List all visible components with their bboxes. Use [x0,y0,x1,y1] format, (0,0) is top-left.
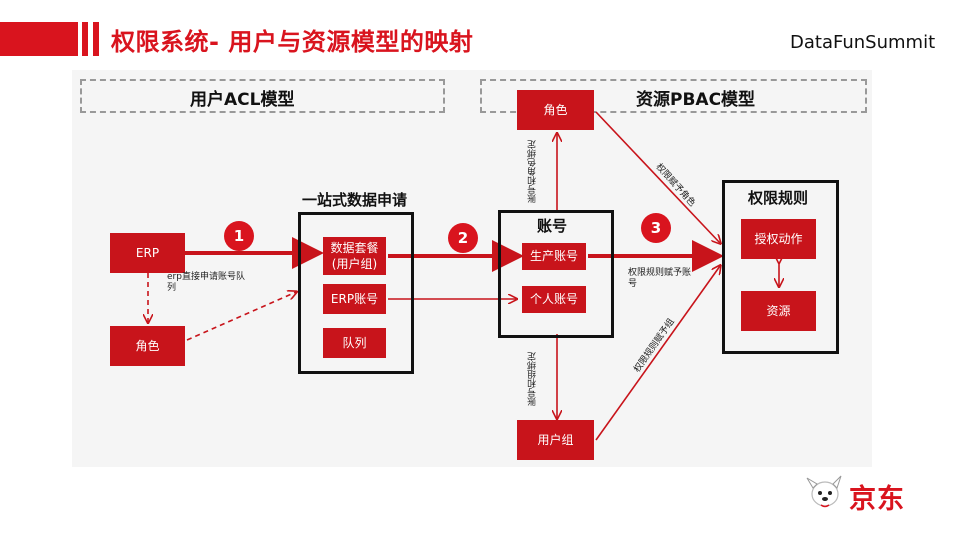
edge-label-account-role: 账号和角色绑定 [528,140,538,203]
node-authorize-action: 授权动作 [741,219,816,259]
header-bar-stripe-1 [82,22,88,56]
header-bar-left [0,22,78,56]
header-bar-stripe-2 [93,22,99,56]
edge-label-perm-account: 权限规则赋予账号 [628,268,692,289]
arrow-role-to-onestop [186,292,296,341]
onestop-title: 一站式数据申请 [302,191,408,209]
pbac-section-label: 资源PBAC模型 [636,90,756,110]
account-title: 账号 [537,217,568,235]
acl-section-label: 用户ACL模型 [190,90,295,110]
onestop-frame [298,212,414,374]
account-frame [498,210,614,338]
perm-rules-title: 权限规则 [748,189,809,207]
step-circle-3: 3 [641,213,671,243]
node-resource: 资源 [741,291,816,331]
page-title: 权限系统- 用户与资源模型的映射 [111,28,474,56]
arrow-role-to-rules [595,111,720,243]
jd-logo-text: 京东 [849,484,905,515]
step-circle-1: 1 [224,221,254,251]
acl-section-frame [80,79,445,113]
edge-label-erp-apply: erp直接申请账号队列 [167,272,245,293]
arrow-group-to-rules [595,266,720,441]
node-erp-account: ERP账号 [323,284,386,314]
step-circle-2: 2 [448,223,478,253]
node-personal-account: 个人账号 [522,286,586,313]
pbac-section-frame [480,79,867,113]
node-data-package: 数据套餐 (用户组) [323,237,386,275]
node-queue: 队列 [323,328,386,358]
node-erp: ERP [110,233,185,273]
node-prod-account: 生产账号 [522,243,586,270]
perm-rules-frame [722,180,839,354]
brand-name: DataFunSummit [790,32,936,53]
node-role-left: 角色 [110,326,185,366]
edge-label-account-group: 账号和组绑定 [528,352,538,406]
diagram-canvas [72,70,872,467]
node-user-group: 用户组 [517,420,594,460]
node-role-top: 角色 [517,90,594,130]
jd-dog-mascot-icon [806,475,842,508]
